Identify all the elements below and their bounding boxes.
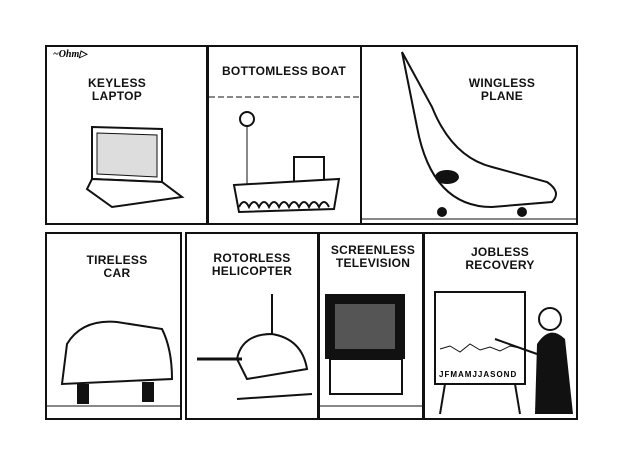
panel-jobless-recovery: JOBLESS RECOVERY JFMAMJJASOND bbox=[423, 232, 578, 420]
easel-chart-drawing bbox=[434, 291, 573, 415]
caption: WINGLESS PLANE bbox=[468, 76, 536, 103]
television-drawing bbox=[320, 294, 422, 407]
boat-drawing bbox=[209, 96, 360, 214]
panel-keyless-laptop: ~Ohm▷ KEYLESS LAPTOP bbox=[45, 45, 208, 225]
caption: SCREENLESS TELEVISION bbox=[330, 243, 416, 270]
panel-wingless-plane: WINGLESS PLANE bbox=[360, 45, 578, 225]
panel-tireless-car: TIRELESS CAR bbox=[45, 232, 182, 420]
car-drawing bbox=[47, 320, 180, 407]
caption: JOBLESS RECOVERY bbox=[465, 245, 535, 272]
panel-screenless-television: SCREENLESS TELEVISION bbox=[318, 232, 424, 420]
caption: BOTTOMLESS BOAT bbox=[221, 64, 347, 78]
signature: ~Ohm▷ bbox=[53, 49, 87, 60]
panel-bottomless-boat: BOTTOMLESS BOAT bbox=[207, 45, 362, 225]
panel-rotorless-helicopter: ROTORLESS HELICOPTER bbox=[185, 232, 319, 420]
caption: TIRELESS CAR bbox=[86, 253, 148, 280]
caption: KEYLESS LAPTOP bbox=[87, 76, 147, 103]
plane-drawing bbox=[362, 51, 576, 220]
laptop-drawing bbox=[85, 125, 185, 209]
chart-month-labels: JFMAMJJASOND bbox=[439, 370, 518, 379]
helicopter-drawing bbox=[197, 294, 313, 400]
caption: ROTORLESS HELICOPTER bbox=[211, 251, 293, 278]
